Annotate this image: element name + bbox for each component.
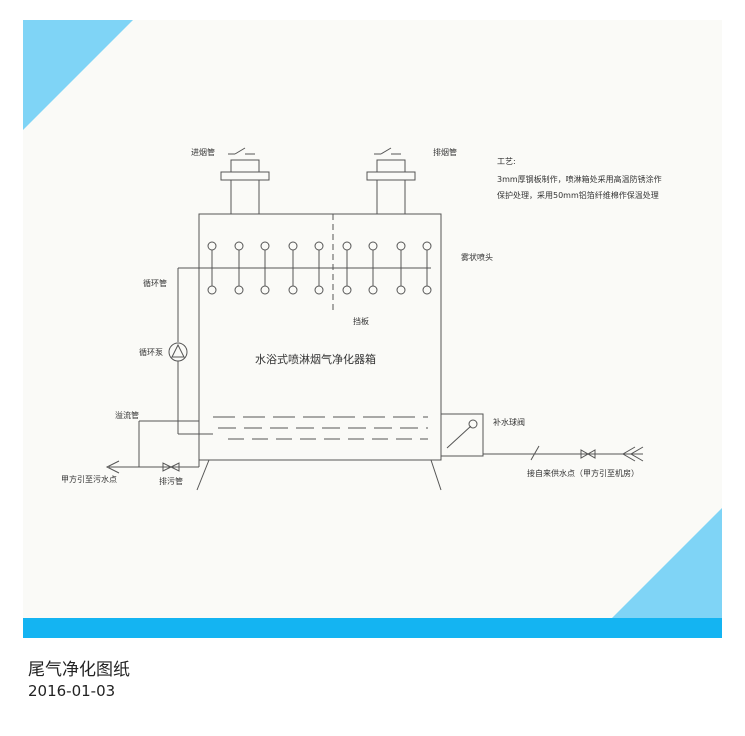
spray-nozzle-group: [207, 241, 432, 295]
arrow-left-icon: [630, 446, 644, 462]
spray-nozzle-icon: [342, 285, 352, 295]
water-supply-label: 接自来供水点（甲方引至机房）: [527, 468, 639, 478]
circulation-pump-label: 循环泵: [139, 347, 163, 357]
supply-valve-icon: [580, 449, 590, 459]
spray-nozzle-icon: [422, 241, 432, 251]
notes-line-2: 保护处理，采用50mm铝箔纤维棉作保温处理: [497, 190, 659, 200]
spray-nozzle-icon: [288, 241, 298, 251]
spray-nozzle-icon: [314, 241, 324, 251]
float-valve-arm: [446, 425, 472, 449]
spray-nozzle-icon: [368, 241, 378, 251]
page-title: 尾气净化图纸: [28, 660, 130, 680]
spray-nozzle-icon: [396, 241, 406, 251]
drain-valve-icon: [162, 462, 173, 472]
check-valve-icon: [530, 445, 540, 461]
spray-nozzle-icon: [396, 285, 406, 295]
spray-nozzle-icon: [368, 285, 378, 295]
spray-nozzle-icon: [260, 241, 270, 251]
circulation-pipe-label: 循环管: [143, 278, 167, 288]
inlet-stack: [220, 147, 270, 214]
inlet-pipe-label: 进烟管: [191, 147, 215, 157]
spray-nozzle-icon: [207, 285, 217, 295]
spray-nozzle-label: 雾状喷头: [461, 252, 493, 262]
sewage-point-label: 甲方引至污水点: [61, 474, 117, 484]
drain-pipe-label: 排污管: [159, 476, 183, 486]
pump-arrow-icon: [171, 343, 185, 358]
spray-nozzle-icon: [234, 285, 244, 295]
spray-nozzle-icon: [342, 241, 352, 251]
date-label: 2016-01-03: [28, 682, 116, 700]
tank-body: [198, 213, 442, 461]
notes-heading: 工艺:: [497, 157, 516, 166]
overflow-pipe-label: 溢流管: [115, 410, 139, 420]
tank-leg-right: [430, 459, 442, 491]
outlet-pipe-label: 排烟管: [433, 147, 457, 157]
diagram-panel: 进烟管 排烟管 雾状喷头 挡板 循环管 循环泵 水浴式喷淋烟气净化器箱 溢流管 …: [23, 20, 722, 618]
drain-valve-icon: [169, 462, 180, 472]
supply-valve-icon: [586, 449, 596, 459]
tank-leg-left: [196, 459, 210, 491]
float-valve-box: [440, 413, 484, 457]
float-ball-icon: [468, 419, 478, 429]
corner-decoration-bottom-right: [612, 508, 722, 618]
accent-band: [23, 618, 722, 638]
spray-nozzle-icon: [234, 241, 244, 251]
arrow-left-icon: [622, 446, 636, 462]
outlet-stack: [366, 147, 416, 214]
arrow-left-icon: [105, 460, 120, 474]
purifier-diagram: 进烟管 排烟管 雾状喷头 挡板 循环管 循环泵 水浴式喷淋烟气净化器箱 溢流管 …: [23, 20, 722, 618]
spray-nozzle-icon: [422, 285, 432, 295]
spray-nozzle-icon: [314, 285, 324, 295]
float-valve-label: 补水球阀: [493, 417, 525, 427]
corner-decoration-top-left: [23, 20, 133, 130]
spray-nozzle-icon: [288, 285, 298, 295]
spray-nozzle-icon: [260, 285, 270, 295]
tank-name-label: 水浴式喷淋烟气净化器箱: [255, 352, 376, 366]
spray-nozzle-icon: [207, 241, 217, 251]
baffle-label: 挡板: [353, 316, 369, 326]
notes-line-1: 3mm厚钢板制作，喷淋箱处采用高温防锈涂作: [497, 174, 662, 184]
